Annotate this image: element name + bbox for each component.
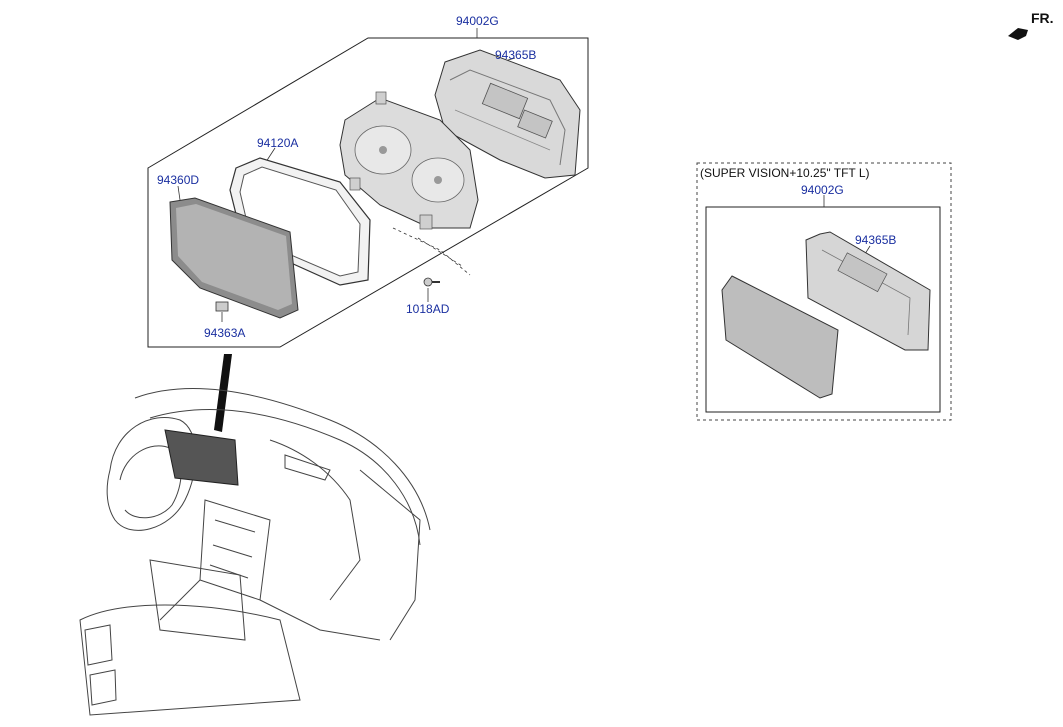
variant-outer-frame [696, 162, 952, 421]
variant-inner-frame [705, 206, 941, 413]
gauge-board-part[interactable] [339, 91, 479, 230]
clip-part[interactable] [215, 301, 229, 312]
callout-94365b-main[interactable]: 94365B [495, 48, 537, 62]
assembly-location-pointer [214, 354, 232, 432]
callout-94002g-variant[interactable]: 94002G [801, 183, 844, 197]
variant-display-part[interactable] [721, 275, 839, 399]
rear-housing-pcb-part[interactable] [434, 49, 581, 179]
front-direction-arrow-icon [1008, 28, 1028, 40]
variant-pcb-part[interactable] [805, 231, 931, 351]
callout-94363a[interactable]: 94363A [204, 326, 246, 340]
front-direction-label: FR. [1031, 10, 1054, 26]
callout-94360d[interactable]: 94360D [157, 173, 200, 187]
callout-94365b-variant[interactable]: 94365B [855, 233, 897, 247]
exploded-view-frame [147, 37, 589, 348]
vehicle-dashboard-illustration [79, 388, 431, 716]
variant-caption: (SUPER VISION+10.25" TFT L) [700, 166, 870, 180]
callout-94120a[interactable]: 94120A [257, 136, 299, 150]
callout-94002g-main[interactable]: 94002G [456, 14, 499, 28]
cover-frame-part[interactable] [229, 157, 371, 286]
callout-1018ad[interactable]: 1018AD [406, 302, 450, 316]
front-glass-part[interactable] [169, 197, 299, 319]
screw-part[interactable] [423, 277, 440, 287]
